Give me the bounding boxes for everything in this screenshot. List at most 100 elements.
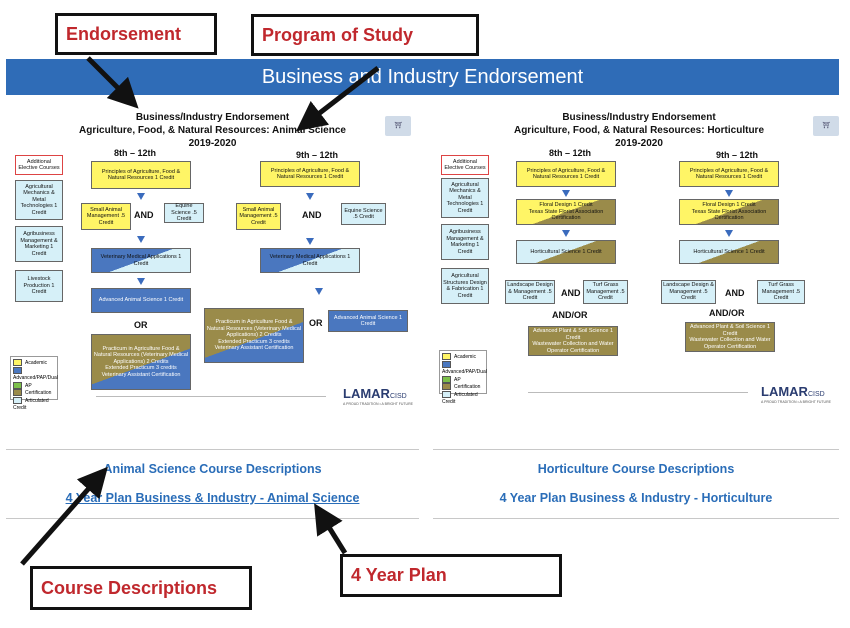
legend-swatch [13, 397, 22, 405]
legend-swatch [13, 366, 22, 374]
floral-design-box: Floral Design 1 Credit Texas State Flori… [679, 199, 779, 225]
adv-plant-text: Advanced Plant & Soil Science 1 Credit [689, 324, 771, 337]
florist-cert-text: Texas State Florist Association Certific… [691, 208, 767, 222]
callout-four-year-plan: 4 Year Plan [340, 554, 562, 597]
turf-box: Turf Grass Management .5 Credit [757, 280, 805, 304]
turf-box: Turf Grass Management .5 Credit [583, 280, 628, 304]
elective-box: Agricultural Structures Design & Fabrica… [441, 268, 489, 304]
legend-swatch [442, 391, 451, 399]
flow-arrow [306, 193, 314, 200]
animal-science-plan-link[interactable]: 4 Year Plan Business & Industry - Animal… [65, 491, 360, 505]
legend-swatch [13, 389, 22, 397]
legend-item: Academic [13, 359, 55, 367]
animal-science-descriptions-link[interactable]: Animal Science Course Descriptions [103, 462, 322, 476]
equine-box: Equine Science .5 Credit [164, 203, 204, 223]
animal-science-chart[interactable]: Business/Industry Endorsement Agricultur… [6, 98, 419, 416]
or-label: OR [309, 318, 323, 328]
col1-years: 8th – 12th [549, 148, 592, 158]
bridge-logo: ⛩ [385, 116, 411, 136]
horticulture-plan-link[interactable]: 4 Year Plan Business & Industry - Hortic… [499, 491, 773, 505]
lamar-tagline: A PROUD TRADITION • A BRIGHT FUTURE [343, 402, 413, 406]
small-animal-box: Small Animal Management .5 Credit [81, 203, 131, 230]
principles-box: Principles of Agriculture, Food & Natura… [679, 161, 779, 187]
legend-swatch [442, 360, 451, 368]
color-legend: Academic Advanced/PAP/Dual AP Certificat… [439, 350, 487, 405]
chart-title-line2: Agriculture, Food, & Natural Resources: … [79, 125, 346, 136]
horticultural-box: Horticultural Science 1 Credit [679, 240, 779, 264]
chart-title-line3: 2019-2020 [188, 138, 237, 149]
divider [433, 449, 839, 450]
fine-print [528, 392, 748, 401]
florist-cert-text: Texas State Florist Association Certific… [528, 208, 604, 222]
horticultural-box: Horticultural Science 1 Credit [516, 240, 616, 264]
legend-item: Advanced/PAP/Dual [13, 366, 58, 382]
elective-box: Agricultural Mechanics & Metal Technolog… [15, 180, 63, 220]
horticulture-descriptions-link[interactable]: Horticulture Course Descriptions [537, 462, 735, 476]
and-label: AND [725, 288, 745, 298]
legend-swatch [442, 375, 451, 383]
adv-plant-box: Advanced Plant & Soil Science 1 Credit W… [528, 326, 618, 356]
flow-arrow [137, 236, 145, 243]
adv-animal-box: Advanced Animal Science 1 Credit [91, 288, 191, 313]
flow-arrow [562, 230, 570, 237]
practicum-text: Practicum in Agriculture Food & Natural … [206, 319, 302, 339]
banner-title: Business and Industry Endorsement [261, 65, 584, 88]
vet-cert-text: Veterinary Assistant Certification [101, 371, 181, 378]
extended-text: Extended Practicum 3 credits [218, 338, 290, 345]
landscape-box: Landscape Design & Management .5 Credit [661, 280, 716, 304]
equine-box: Equine Science .5 Credit [341, 203, 386, 225]
legend-swatch [13, 359, 22, 366]
arrow-program [296, 66, 380, 132]
flow-arrow [306, 238, 314, 245]
floral-text: Floral Design 1 Credit [539, 202, 593, 209]
legend-item: Advanced/PAP/Dual [442, 360, 487, 376]
chart-title-line1: Business/Industry Endorsement [135, 112, 290, 123]
legend-item: AP [13, 381, 55, 390]
horticulture-chart[interactable]: Business/Industry Endorsement Agricultur… [433, 98, 845, 416]
andor-label: AND/OR [552, 310, 588, 320]
flow-arrow [725, 190, 733, 197]
bridge-logo: ⛩ [813, 116, 839, 136]
elective-box: Agribusiness Management & Marketing 1 Cr… [15, 226, 63, 262]
lamar-logo: LAMARCISD [761, 384, 825, 399]
and-label: AND [561, 288, 581, 298]
endorsement-banner: Business and Industry Endorsement [6, 59, 839, 95]
additional-electives-label: Additional Elective Courses [441, 155, 489, 175]
col2-years: 9th – 12th [716, 150, 759, 160]
practicum-box: Practicum in Agriculture Food & Natural … [91, 334, 191, 390]
principles-box: Principles of Agriculture, Food & Natura… [91, 161, 191, 189]
and-label: AND [302, 210, 322, 220]
vet-med-box: Veterinary Medical Applications 1 Credit [260, 248, 360, 273]
extended-text: Extended Practicum 3 credits [105, 365, 177, 372]
flow-arrow [562, 190, 570, 197]
vet-med-box: Veterinary Medical Applications 1 Credit [91, 248, 191, 273]
arrow-endorsement [86, 56, 139, 109]
plant-cert-text: Wastewater Collection and Water Operator… [689, 337, 771, 350]
legend-swatch [442, 383, 451, 391]
chart-title-line2: Agriculture, Food, & Natural Resources: … [513, 125, 765, 136]
legend-item: AP [442, 375, 484, 384]
callout-endorsement: Endorsement [55, 13, 217, 55]
legend-swatch [442, 353, 451, 360]
callout-program-of-study: Program of Study [251, 14, 479, 56]
elective-box: Agribusiness Management & Marketing 1 Cr… [441, 224, 489, 260]
practicum-box: Practicum in Agriculture Food & Natural … [204, 308, 304, 363]
color-legend: Academic Advanced/PAP/Dual AP Certificat… [10, 356, 58, 411]
adv-plant-box: Advanced Plant & Soil Science 1 Credit W… [685, 322, 775, 352]
andor-label: AND/OR [709, 308, 745, 318]
and-label: AND [134, 210, 154, 220]
vet-cert-text: Veterinary Assistant Certification [214, 345, 294, 352]
lamar-logo: LAMARCISD [343, 386, 407, 401]
flow-arrow [315, 288, 323, 295]
floral-text: Floral Design 1 Credit [702, 202, 756, 209]
legend-item: Academic [442, 353, 484, 361]
legend-item: Articulated Credit [442, 391, 478, 406]
chart-title-line1: Business/Industry Endorsement [562, 112, 716, 123]
arrow-four-year-plan [314, 503, 348, 555]
legend-item: Articulated Credit [13, 397, 49, 412]
legend-swatch [13, 381, 22, 389]
divider [6, 518, 419, 519]
col1-years: 8th – 12th [114, 148, 157, 158]
small-animal-box: Small Animal Management .5 Credit [236, 203, 281, 230]
